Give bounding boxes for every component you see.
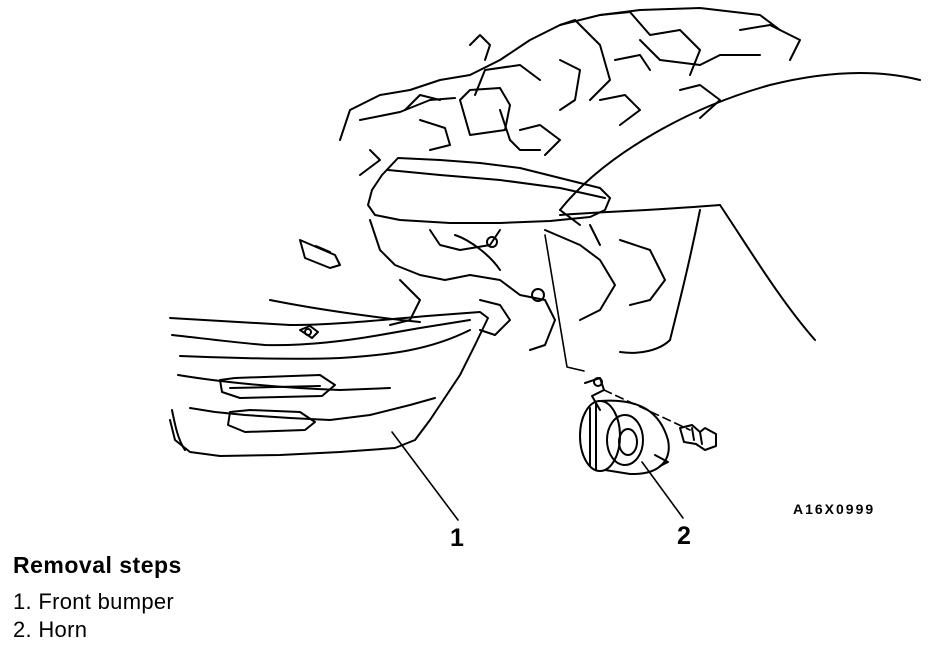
callout-number-1: 1 <box>450 524 464 552</box>
leader-lines <box>391 234 684 521</box>
removal-steps-title: Removal steps <box>13 552 182 578</box>
step-item: 1. Front bumper <box>13 589 175 615</box>
removal-steps-list: 1. Front bumper 2. Horn <box>13 588 182 644</box>
bumper-mount-area <box>269 219 666 351</box>
figure-code: A16X0999 <box>793 501 876 517</box>
headlamp <box>367 157 611 224</box>
body-panels <box>559 72 921 354</box>
horn <box>579 377 717 476</box>
engine-bay <box>339 7 801 176</box>
front-bumper <box>169 311 489 457</box>
step-item: 2. Horn <box>13 617 88 643</box>
callout-number-2: 2 <box>677 522 691 550</box>
removal-steps: Removal steps 1. Front bumper 2. Horn <box>13 552 182 644</box>
